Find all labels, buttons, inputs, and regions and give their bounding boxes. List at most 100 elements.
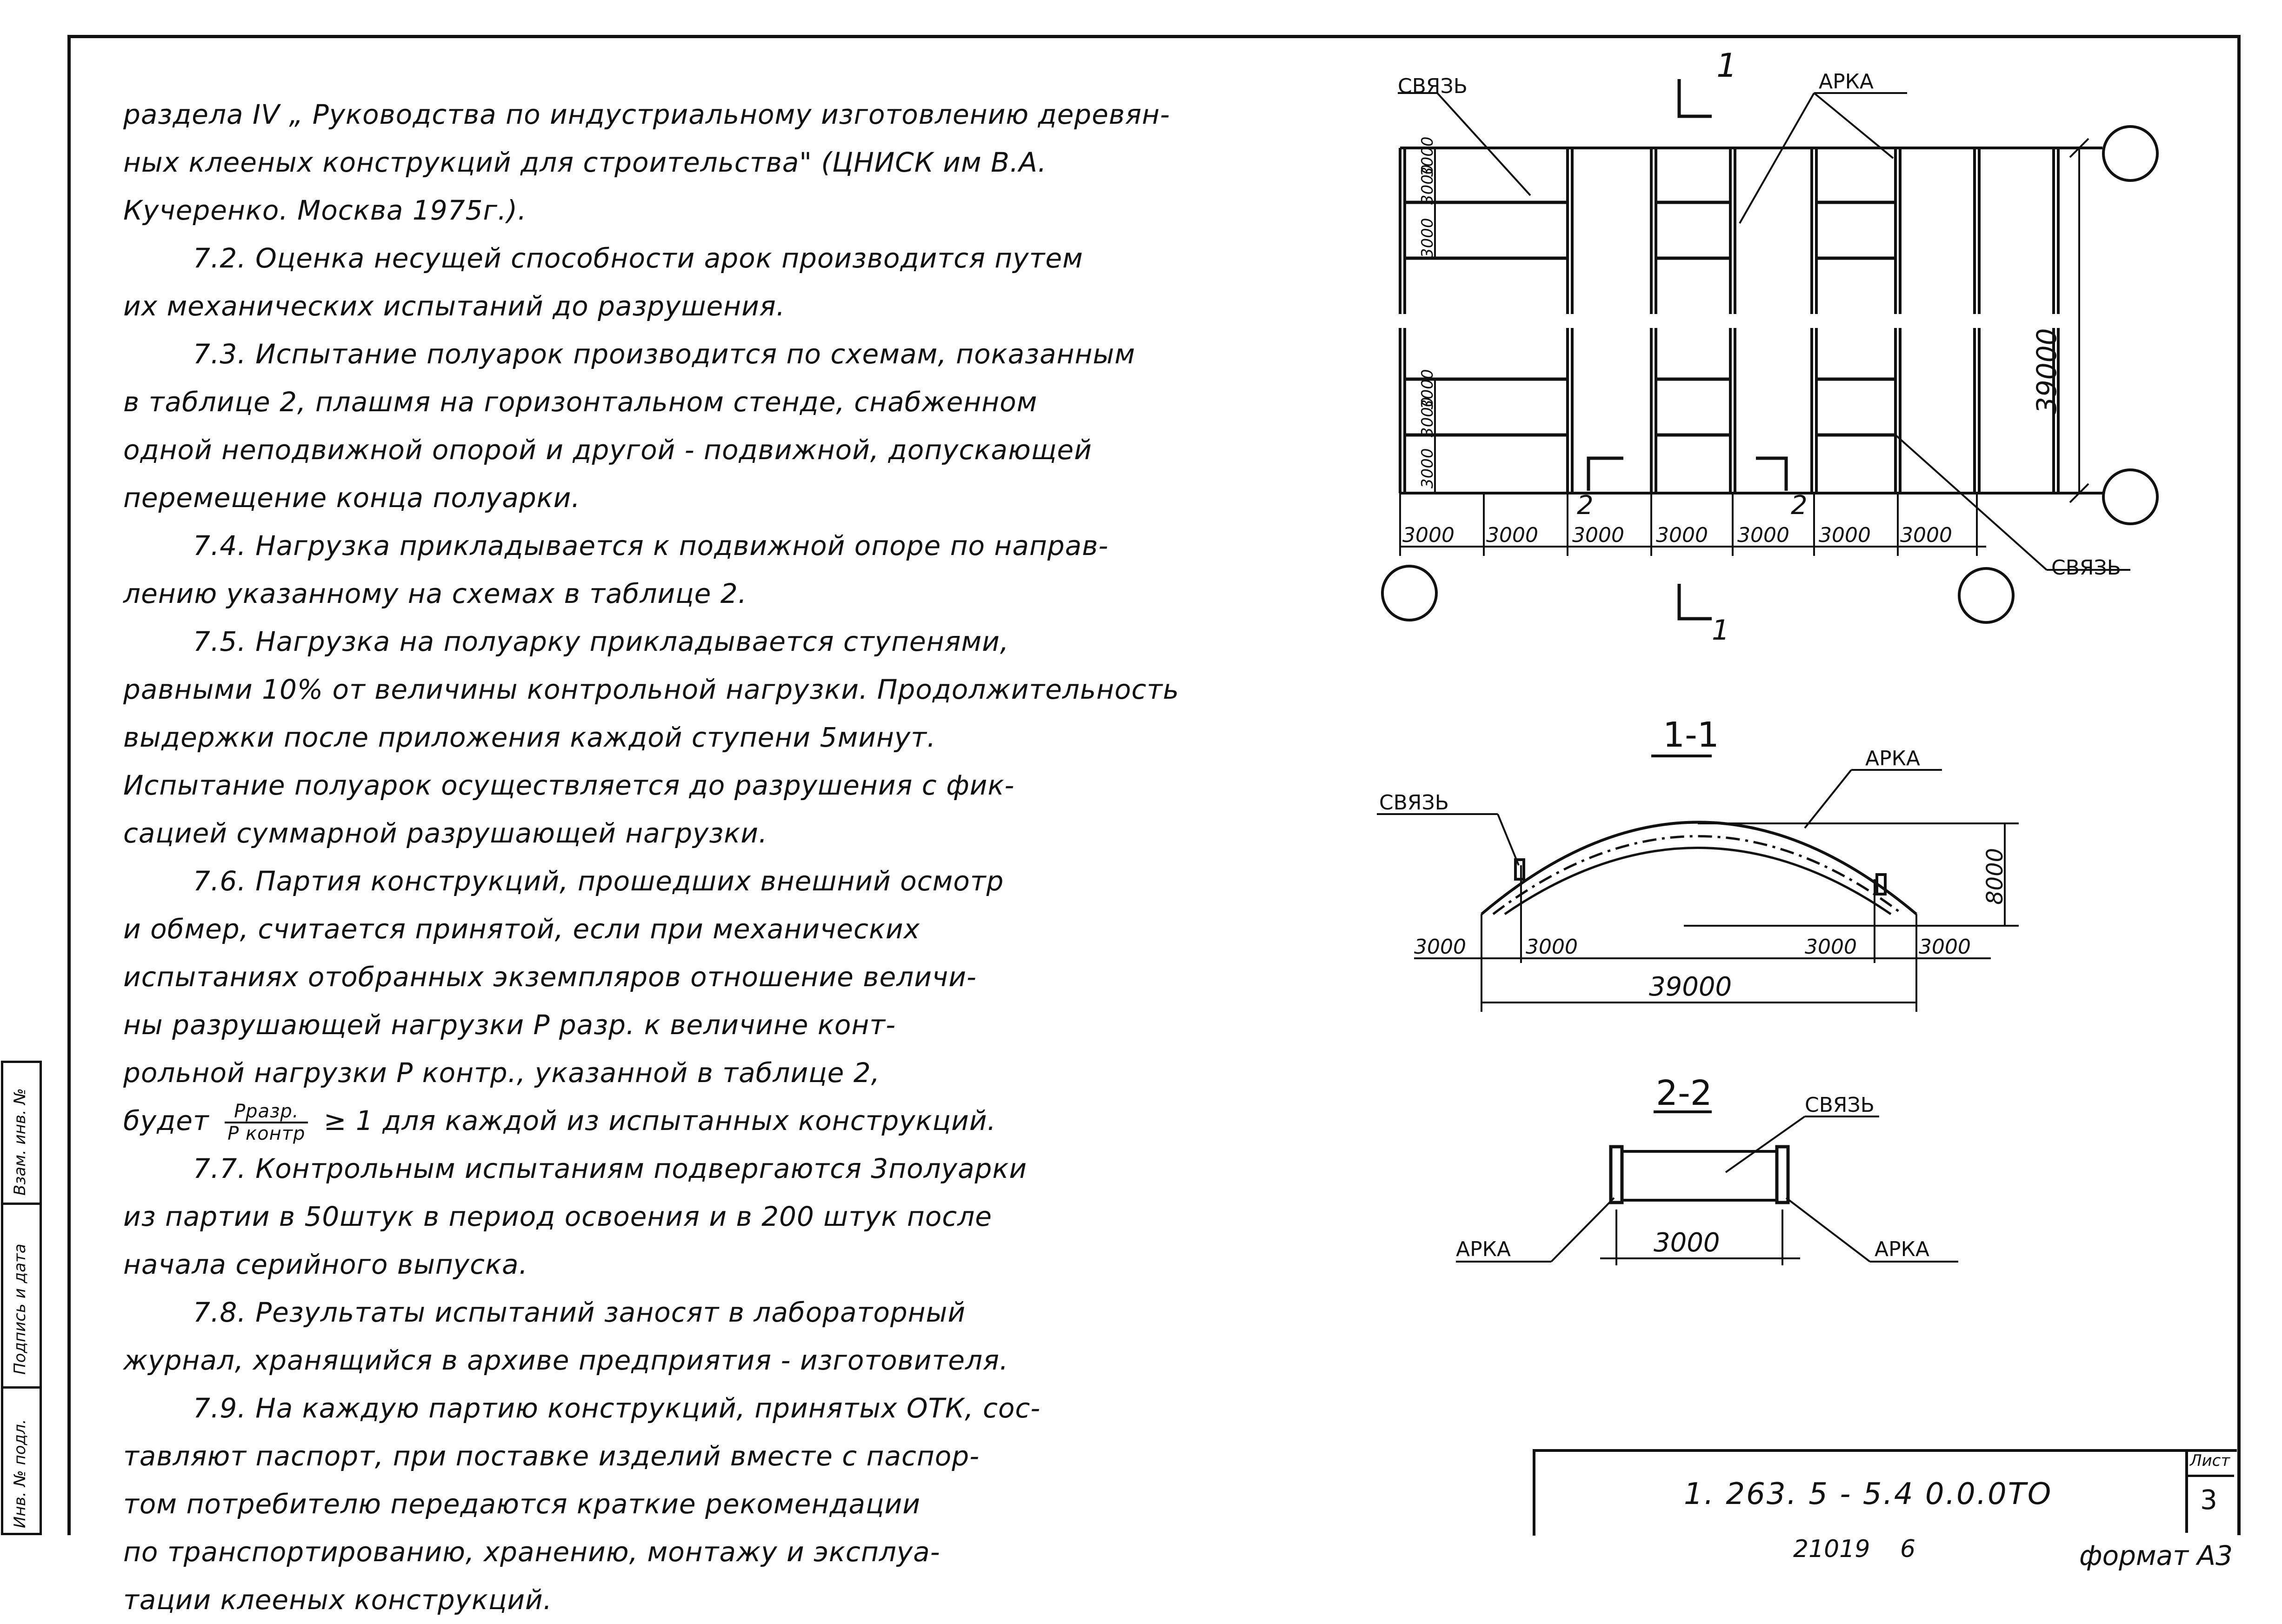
leader-svyaz-top xyxy=(1436,92,1531,196)
leader-svyaz-right xyxy=(1895,434,2048,571)
text-line: равными 10% от величины контрольной нагр… xyxy=(123,674,1180,705)
dim-11-l1: 3000 xyxy=(1414,935,1466,959)
dim-left-label: 3000 xyxy=(1418,218,1437,258)
section-marker-bottom xyxy=(1677,584,1712,621)
dim-bottom-label: 3000 xyxy=(1900,523,1952,547)
dim-bottom-label: 3000 xyxy=(1402,523,1455,547)
leader-arka-11 xyxy=(1804,769,1852,829)
text-line: сацией суммарной разрушающей нагрузки. xyxy=(123,817,768,849)
text-line: раздела IV „ Руководства по индустриальн… xyxy=(123,99,1170,130)
formula-fraction: Рразр. Р контр xyxy=(225,1101,308,1144)
text-line: по транспортированию, хранению, монтажу … xyxy=(123,1536,941,1568)
dim-22-label: 3000 xyxy=(1654,1228,1720,1258)
formula-suffix: ≥ 1 для каждой из испытанных конструкций… xyxy=(323,1105,996,1136)
archive-number: 21019 xyxy=(1793,1535,1870,1563)
dim-11-r2: 3000 xyxy=(1919,935,1971,959)
text-line: рольной нагрузки Р контр., указанной в т… xyxy=(123,1057,881,1089)
dim-left-label: 3000 xyxy=(1418,164,1437,205)
section11-title: 1-1 xyxy=(1663,715,1719,755)
arch-right-profile xyxy=(1775,1145,1790,1204)
leader-svyaz-22 xyxy=(1725,1116,1806,1173)
text-line: и обмер, считается принятой, если при ме… xyxy=(123,913,920,945)
text-line: 7.2. Оценка несущей способности арок про… xyxy=(193,242,1083,274)
side-cell-podpis xyxy=(3,1205,40,1389)
text-line: 7.6. Партия конструкций, прошедших внешн… xyxy=(193,865,1004,897)
dim-left-label: 3000 xyxy=(1418,397,1437,437)
dim-bottom-label: 3000 xyxy=(1572,523,1624,547)
dim-bottom-label: 3000 xyxy=(1819,523,1871,547)
leader-arka-right xyxy=(1785,1197,1871,1263)
side-stamp-column: Взам. инв. № Подпись и дата Инв. № подл. xyxy=(1,1061,42,1535)
copy-number: 6 xyxy=(1900,1535,1916,1563)
sheet-number-divider xyxy=(2185,1475,2234,1477)
dim-11-l2: 3000 xyxy=(1526,935,1578,959)
text-line: лению указанному на схемах в таблице 2. xyxy=(123,578,747,609)
drawing-sheet: Взам. инв. № Подпись и дата Инв. № подл.… xyxy=(1,35,2241,1616)
arch-left-profile xyxy=(1609,1145,1624,1204)
leader-arka-top xyxy=(1813,92,1894,159)
text-line: 7.8. Результаты испытаний заносят в лабо… xyxy=(193,1297,966,1328)
formula-denominator: Р контр xyxy=(227,1123,306,1144)
label-arka-top: АРКА xyxy=(1819,70,1874,94)
section-1-1 xyxy=(1377,755,2019,1012)
arch-axis xyxy=(1492,835,1903,915)
arch-outer xyxy=(1481,821,1917,916)
text-line: перемещение конца полуарки. xyxy=(123,482,581,514)
formula-line: будет Рразр. Р контр ≥ 1 для каждой из и… xyxy=(123,1097,1230,1145)
sheet-label: Лист xyxy=(2190,1451,2230,1470)
dim-left-label: 3000 xyxy=(1418,136,1437,177)
text-line: одной неподвижной опорой и другой - подв… xyxy=(123,434,1092,466)
section-marker-top xyxy=(1677,79,1712,118)
support-circle xyxy=(2102,468,2159,525)
dim-bottom-label: 3000 xyxy=(1737,523,1789,547)
dim-height-label: 39000 xyxy=(2031,328,2062,414)
section2-marker xyxy=(1587,456,1623,491)
text-line: журнал, хранящийся в архиве предприятия … xyxy=(123,1344,1009,1376)
section-number-bottom: 1 xyxy=(1712,614,1729,647)
section2-label-b: 2 xyxy=(1791,490,1808,521)
text-line: 7.3. Испытание полуарок производится по … xyxy=(193,338,1135,370)
section-2-2 xyxy=(1456,1110,1958,1265)
formula-prefix: будет xyxy=(123,1105,209,1136)
leader-arka-top xyxy=(1739,93,1815,224)
text-line: 7.9. На каждую партию конструкций, приня… xyxy=(193,1392,1041,1424)
dim-height-11: 8000 xyxy=(1982,848,2008,905)
side-cell-vzam xyxy=(3,1063,40,1205)
title-block xyxy=(1533,1449,2237,1536)
dim-left-label: 3000 xyxy=(1418,369,1437,409)
dim-11-r1: 3000 xyxy=(1805,935,1857,959)
sheet-number: 3 xyxy=(2200,1484,2217,1516)
support-circle xyxy=(2102,125,2159,182)
text-line: выдержки после приложения каждой ступени… xyxy=(123,722,936,753)
text-line: Кучеренко. Москва 1975г.). xyxy=(123,194,527,226)
section-number-top: 1 xyxy=(1716,47,1737,85)
sheet-number-cell xyxy=(2185,1449,2237,1533)
text-line: ны разрушающей нагрузки Р разр. к величи… xyxy=(123,1009,896,1041)
text-line: тавляют паспорт, при поставке изделий вм… xyxy=(123,1440,980,1472)
label-arka-11: АРКА xyxy=(1865,747,1920,770)
arch-inner xyxy=(1504,847,1892,916)
format-label: формат А3 xyxy=(2079,1540,2233,1571)
structural-drawings: СВЯЗЬ АРКА СВЯЗЬ 1 1 2 2 39000 3000 3000… xyxy=(1377,47,2159,1265)
section2-label-a: 2 xyxy=(1577,490,1594,521)
text-line: испытаниях отобранных экземпляров отноше… xyxy=(123,961,977,993)
label-arka-22-left: АРКА xyxy=(1456,1237,1511,1261)
text-line: из партии в 50штук в период освоения и в… xyxy=(123,1201,992,1232)
leader-arka-left xyxy=(1550,1197,1615,1263)
text-line: начала серийного выпуска. xyxy=(123,1249,528,1280)
formula-numerator: Рразр. xyxy=(225,1101,308,1123)
dim-bottom-label: 3000 xyxy=(1656,523,1708,547)
text-line: в таблице 2, плашмя на горизонтальном ст… xyxy=(123,386,1038,418)
dim-left-label: 3000 xyxy=(1418,448,1437,488)
section2-marker xyxy=(1756,456,1788,491)
sheet-frame xyxy=(67,35,2241,1535)
text-line: их механических испытаний до разрушения. xyxy=(123,290,786,322)
label-svyaz-right: СВЯЗЬ xyxy=(2051,556,2121,580)
support-circle xyxy=(1958,567,2015,624)
text-line: том потребителю передаются краткие реком… xyxy=(123,1488,921,1520)
dim-bottom-label: 3000 xyxy=(1486,523,1538,547)
text-line: Испытание полуарок осуществляется до раз… xyxy=(123,769,1015,801)
leader-svyaz-11 xyxy=(1497,814,1520,866)
text-line: ных клееных конструкций для строительств… xyxy=(123,147,1047,178)
label-svyaz-11: СВЯЗЬ xyxy=(1379,791,1449,815)
